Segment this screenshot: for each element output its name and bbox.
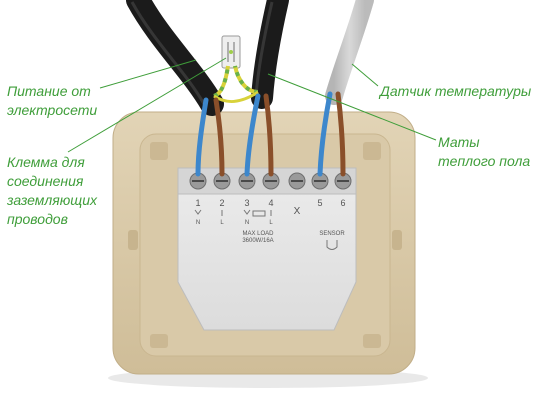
max-load-rating: 3600W/16A xyxy=(242,238,273,244)
terminal-arrow-icon xyxy=(243,209,272,216)
terminal-screw-x xyxy=(288,172,306,190)
sensor-wires xyxy=(317,91,346,177)
ground-clamp xyxy=(221,35,241,69)
terminal-screw-5 xyxy=(311,172,329,190)
terminal-number-3: 3 xyxy=(244,198,249,208)
terminal-screw-2 xyxy=(213,172,231,190)
terminal-number-6: 6 xyxy=(340,198,345,208)
sensor-label: SENSOR xyxy=(319,231,345,237)
terminal-letter-4: L xyxy=(269,220,273,226)
terminal-number-1: 1 xyxy=(195,198,200,208)
label-power: Питание от электросети xyxy=(7,83,98,118)
callout-line-mats xyxy=(267,73,437,141)
terminal-number-2: 2 xyxy=(219,198,224,208)
terminal-letter-2: L xyxy=(220,220,224,226)
label-ground-terminal: Клемма для соединения заземляющих провод… xyxy=(7,154,98,227)
mats-cable xyxy=(251,0,289,109)
terminal-block xyxy=(189,172,352,190)
label-floor-mats: Маты теплого пола xyxy=(438,134,531,169)
terminal-letter-1: N xyxy=(196,220,200,226)
callout-line-ground xyxy=(67,57,227,153)
terminal-arrow-icon xyxy=(194,209,223,216)
mats-wires xyxy=(244,93,274,177)
module-markings: 1 2 3 4 5 6 N L N L X MAX LOAD 3600W/16A… xyxy=(194,198,346,250)
terminal-number-5: 5 xyxy=(317,198,322,208)
callout-lines xyxy=(67,57,437,153)
load-resistor-icon xyxy=(252,210,266,217)
terminal-screw-3 xyxy=(238,172,256,190)
sensor-cable xyxy=(325,0,374,105)
label-temperature-sensor: Датчик температуры xyxy=(380,83,532,99)
terminal-letter-3: N xyxy=(245,220,249,226)
sensor-icon xyxy=(326,240,338,250)
unused-terminal-mark: X xyxy=(294,206,301,217)
max-load-label: MAX LOAD xyxy=(242,231,274,237)
terminal-number-4: 4 xyxy=(268,198,273,208)
power-cable xyxy=(126,0,224,116)
power-wires xyxy=(195,97,225,177)
callout-line-power xyxy=(99,59,197,89)
callout-line-sensor xyxy=(351,63,379,87)
terminal-screw-6 xyxy=(334,172,352,190)
